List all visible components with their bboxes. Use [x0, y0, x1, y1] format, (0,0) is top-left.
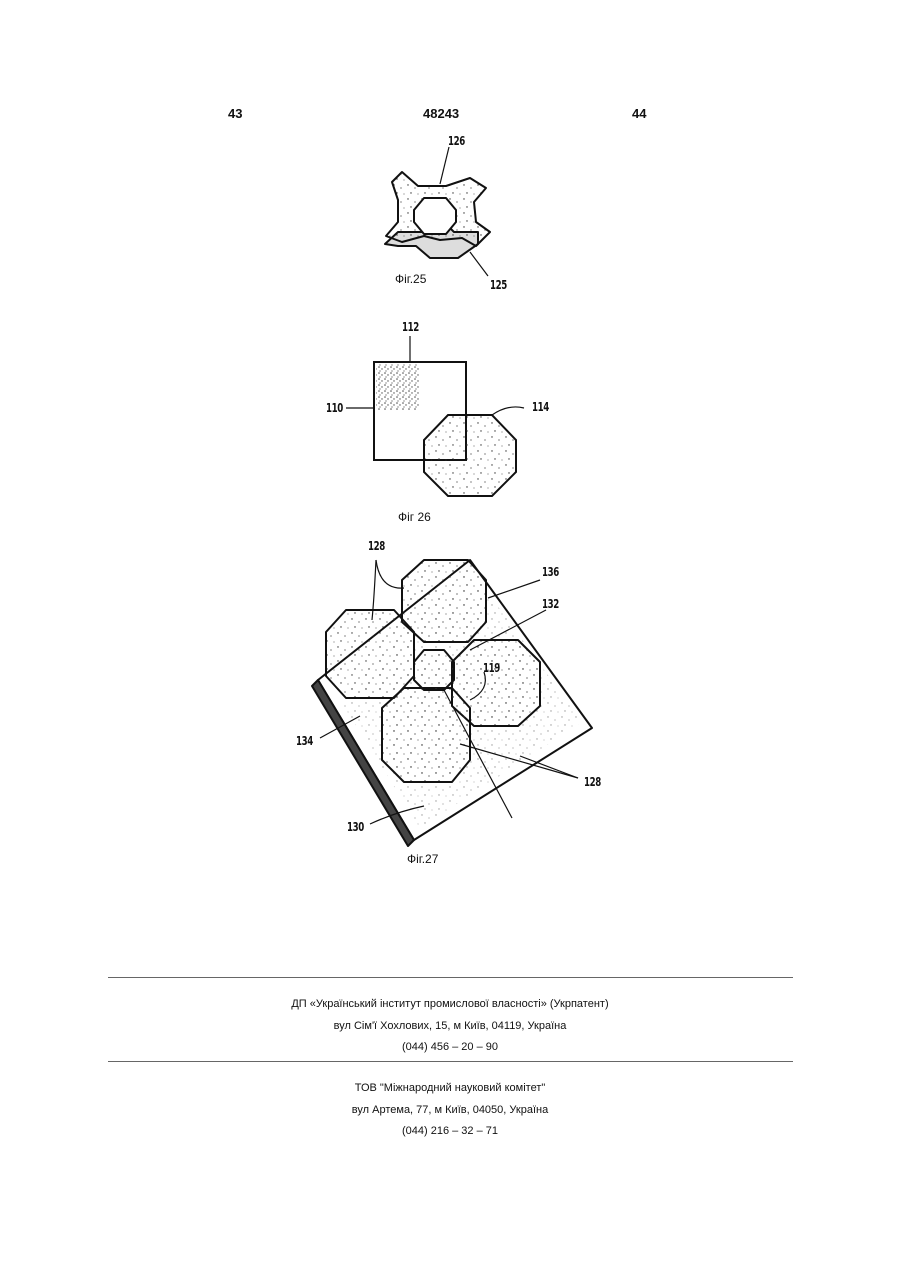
fig26-ref-112: 112 — [402, 320, 419, 334]
fig25-drawing — [385, 147, 490, 276]
fig27-ref-128-top: 128 — [368, 539, 385, 553]
fig25-ref-125: 125 — [490, 278, 507, 292]
fig27-ref-130: 130 — [347, 820, 364, 834]
printer-address: вул Артема, 77, м Київ, 04050, Україна — [0, 1104, 900, 1116]
fig27-ref-119: 119 — [483, 661, 500, 675]
publisher-phone: (044) 456 – 20 – 90 — [0, 1041, 900, 1053]
fig26-drawing — [346, 336, 524, 496]
fig26-ref-110: 110 — [326, 401, 343, 415]
fig26-ref-114: 114 — [532, 400, 549, 414]
divider-bottom — [108, 1061, 793, 1062]
fig25-ref-126: 126 — [448, 134, 465, 148]
publisher-name: ДП «Український інститут промислової вла… — [0, 998, 900, 1010]
fig27-ref-128-bottom: 128 — [584, 775, 601, 789]
fig25-caption: Фіг.25 — [395, 272, 426, 286]
publisher-address: вул Сім'ї Хохлових, 15, м Київ, 04119, У… — [0, 1020, 900, 1032]
fig27-ref-134: 134 — [296, 734, 313, 748]
fig26-caption: Фіг 26 — [398, 510, 431, 524]
fig27-caption: Фіг.27 — [407, 852, 438, 866]
printer-name: ТОВ "Міжнародний науковий комітет" — [0, 1082, 900, 1094]
printer-phone: (044) 216 – 32 – 71 — [0, 1125, 900, 1137]
divider-top — [108, 977, 793, 978]
fig27-ref-132: 132 — [542, 597, 559, 611]
fig27-ref-136: 136 — [542, 565, 559, 579]
